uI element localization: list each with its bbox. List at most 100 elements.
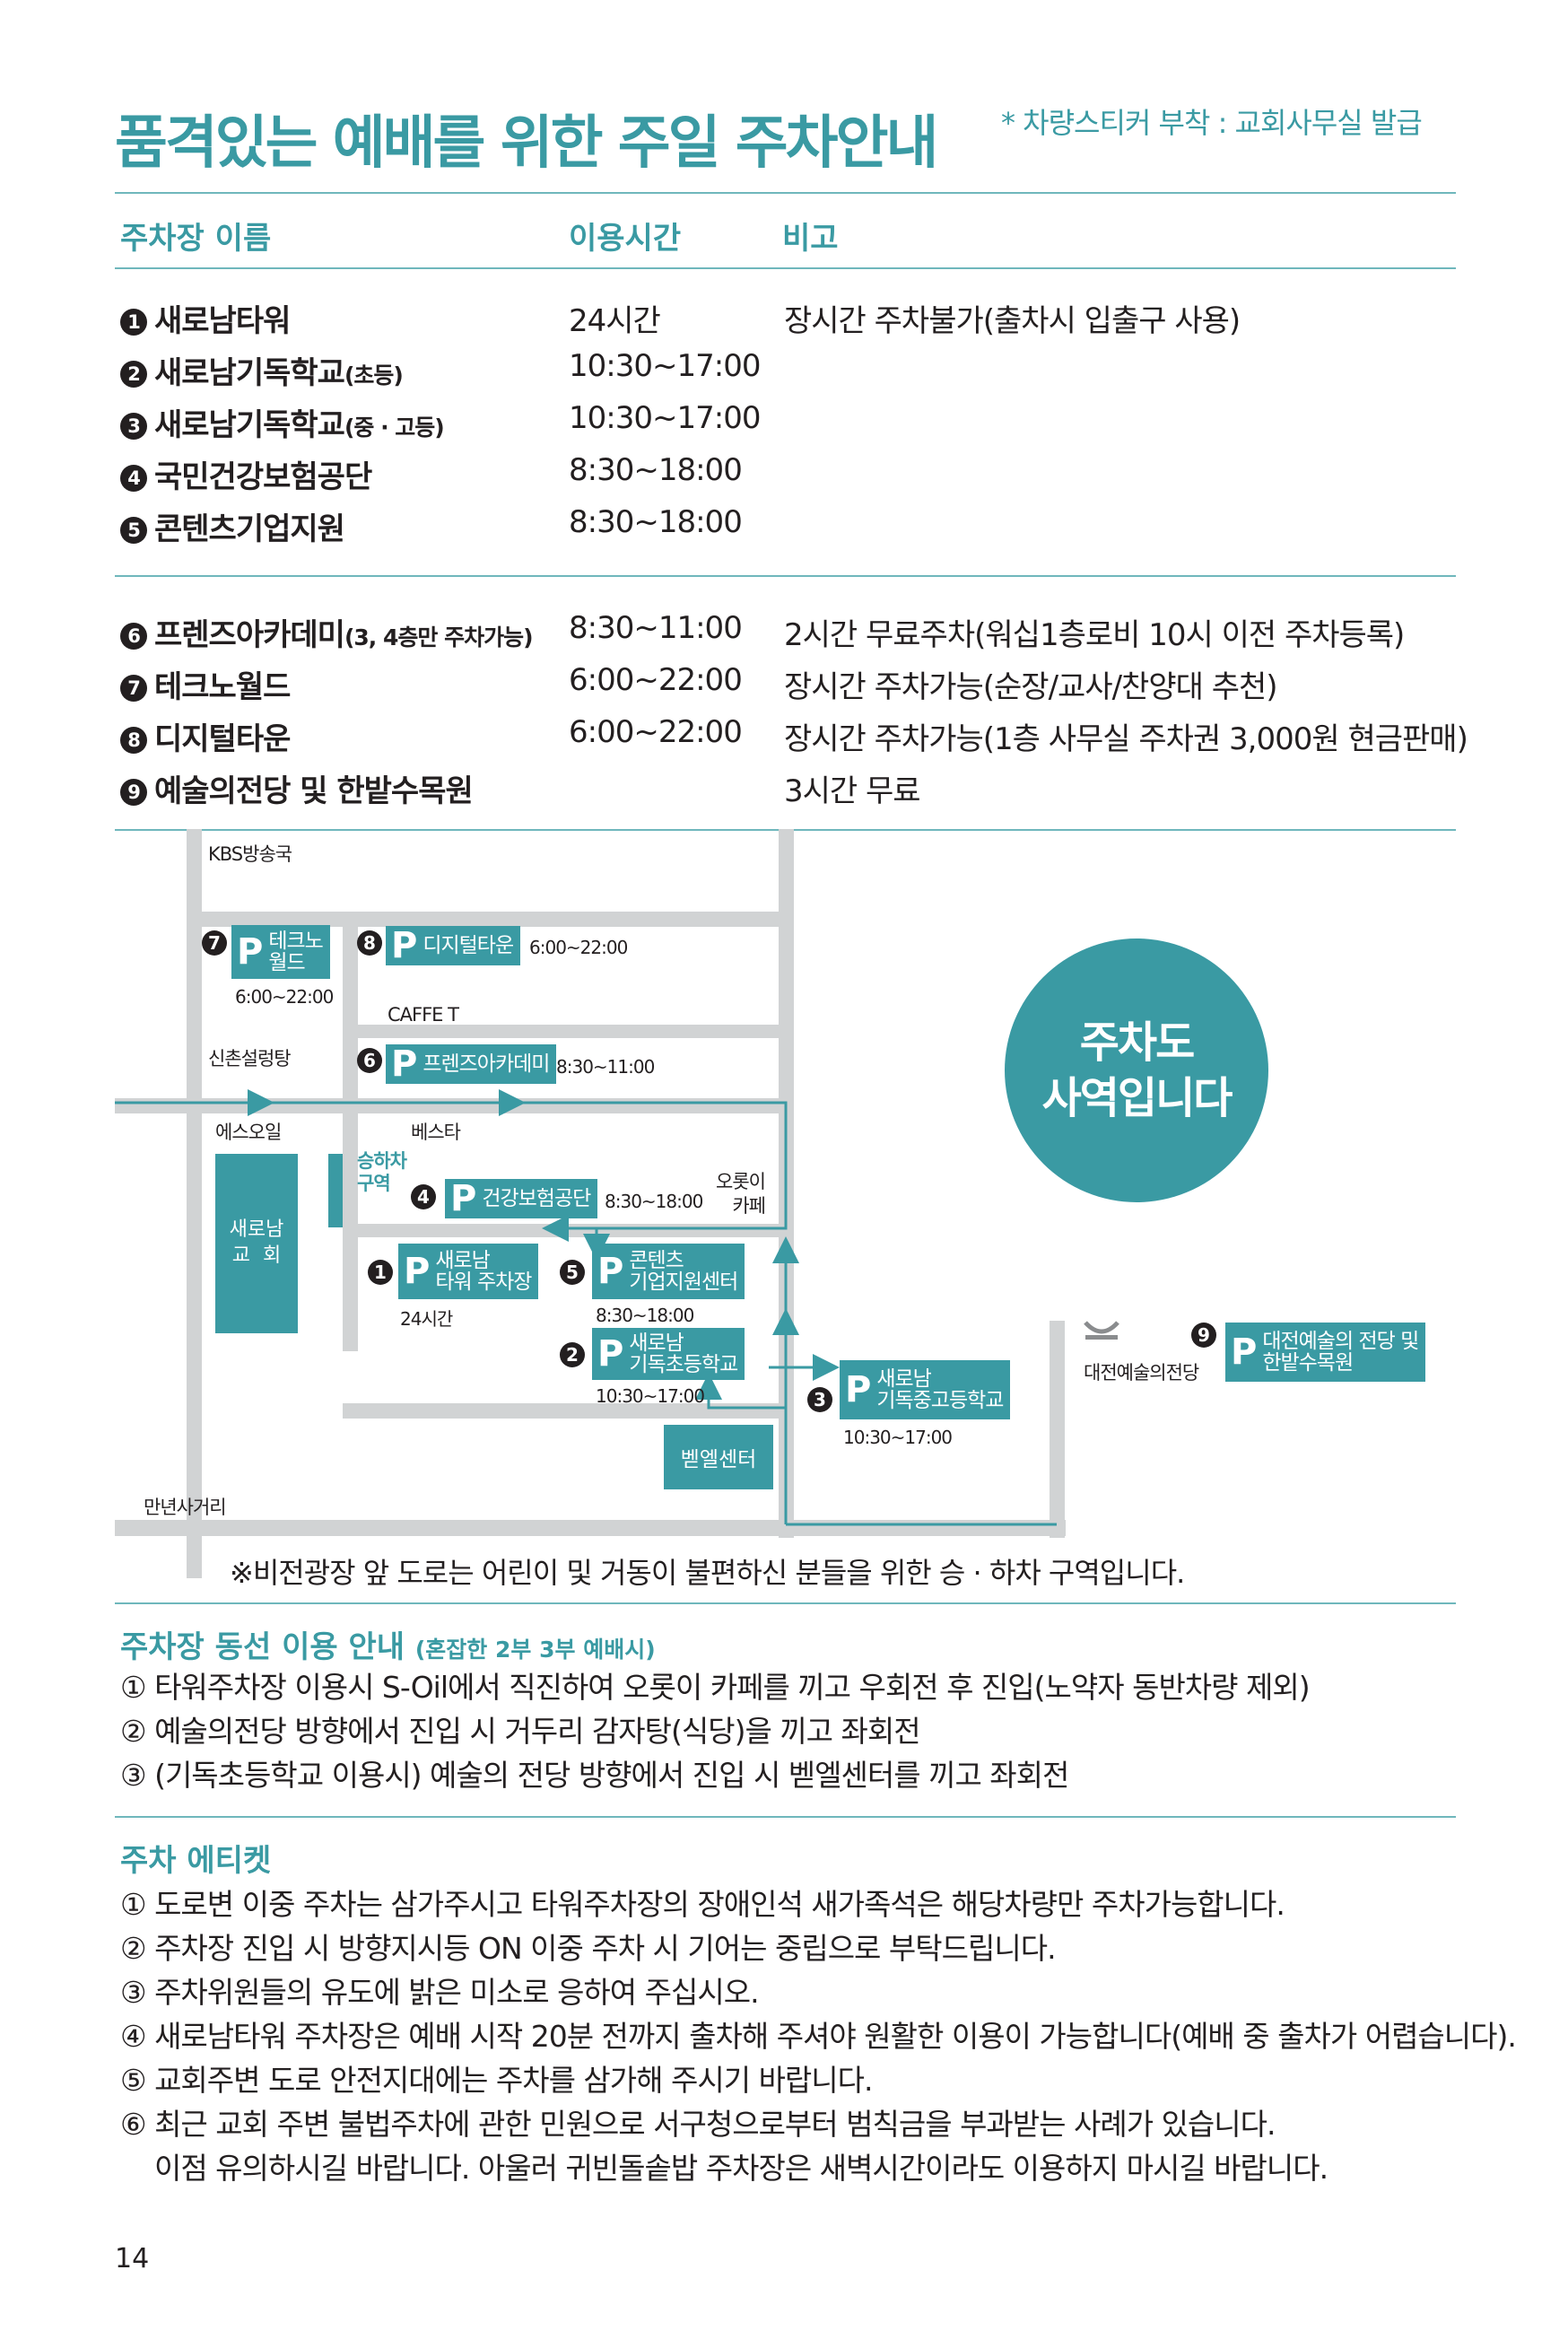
col-header-name: 주차장 이름 — [120, 221, 272, 257]
parking-time: 10:30~17:00 — [569, 400, 761, 436]
besta-label: 베스타 — [411, 1122, 461, 1143]
list-item: ③ (기독초등학교 이용시) 예술의 전당 방향에서 진입 시 벧엘센터를 끼고… — [120, 1758, 1069, 1793]
marker-4: 4 — [411, 1184, 436, 1209]
caffe-label: CAFFE T — [388, 1004, 459, 1026]
number-badge: 5 — [120, 517, 147, 544]
etiquette-list: ① 도로변 이중 주차는 삼가주시고 타워주차장의 장애인석 새가족석은 해당차… — [120, 1882, 1517, 2190]
name-note: (초등) — [344, 362, 404, 388]
elem-time: 10:30~17:00 — [596, 1385, 705, 1407]
parking-remark: 장시간 주차가능(1층 사무실 주차권 3,000원 현금판매) — [784, 721, 1468, 757]
sinchon-label: 신촌설렁탕 — [208, 1048, 292, 1069]
contents-label: 콘텐츠 기업지원센터 — [629, 1248, 738, 1294]
flow-title-text: 주차장 동선 이용 안내 — [120, 1629, 405, 1665]
digital-label: 디지털타운 — [422, 933, 514, 957]
name-text: 테크노월드 — [154, 669, 291, 705]
lotte-label: 오롯이 카페 — [716, 1171, 766, 1218]
list-item: ② 예술의전당 방향에서 진입 시 거두리 감자탕(식당)을 끼고 좌회전 — [120, 1714, 921, 1749]
col-header-time: 이용시간 — [569, 221, 682, 257]
elem-label: 새로남 기독초등학교 — [629, 1331, 738, 1376]
parking-time: 6:00~22:00 — [569, 714, 743, 750]
flow-title-small: (혼잡한 2부 3부 예배시) — [414, 1637, 656, 1663]
marker-6: 6 — [357, 1048, 382, 1073]
dropoff-zone — [328, 1154, 343, 1227]
list-item: ① 도로변 이중 주차는 삼가주시고 타워주차장의 장애인석 새가족석은 해당차… — [120, 1887, 1285, 1922]
page-number: 14 — [115, 2243, 150, 2274]
divider — [115, 267, 1456, 269]
marker-5: 5 — [560, 1260, 585, 1285]
name-text: 새로남기독학교 — [154, 407, 345, 443]
etiquette-title: 주차 에티켓 — [120, 1843, 272, 1879]
bethel-center: 벧엘센터 — [664, 1425, 773, 1489]
name-text: 새로남기독학교 — [154, 355, 345, 391]
marker-8: 8 — [357, 930, 382, 956]
mid-label: 새로남 기독중고등학교 — [876, 1366, 1004, 1412]
parking-name: 5 콘텐츠기업지원 — [120, 504, 345, 548]
name-text: 국민건강보험공단 — [154, 459, 372, 495]
mission-text: 주차도 사역입니다 — [1041, 1017, 1233, 1123]
esso-label: 에스오일 — [215, 1122, 282, 1143]
col-header-remark: 비고 — [782, 221, 839, 257]
marker-1: 1 — [368, 1260, 393, 1285]
friends-label: 프렌즈아카데미 — [422, 1052, 550, 1076]
marker-3: 3 — [807, 1387, 832, 1412]
map-footnote: ※비전광장 앞 도로는 어린이 및 거동이 불편하신 분들을 위한 승 · 하차… — [230, 1556, 1185, 1590]
number-badge: 8 — [120, 727, 147, 754]
digital-time: 6:00~22:00 — [529, 937, 628, 958]
parking-remark: 3시간 무료 — [784, 773, 921, 809]
health-time: 8:30~18:00 — [605, 1191, 703, 1212]
parking-time: 8:30~18:00 — [569, 452, 743, 488]
arts-center-label: 대전예술의전당 — [1084, 1362, 1199, 1384]
number-badge: 2 — [120, 361, 147, 388]
sticker-note: * 차량스티커 부착 : 교회사무실 발급 — [1001, 106, 1423, 140]
tower-time: 24시간 — [400, 1308, 453, 1330]
divider — [115, 1816, 1456, 1818]
road — [187, 912, 794, 927]
dropoff-label: 승하차 구역 — [357, 1150, 407, 1195]
list-item: ③ 주차위원들의 유도에 밝은 미소로 응하여 주십시오. — [120, 1975, 760, 2010]
list-item: 이점 유의하시길 바랍니다. 아울러 귀빈돌솥밥 주차장은 새벽시간이라도 이용… — [120, 2151, 1328, 2186]
name-text: 디지털타운 — [154, 721, 291, 757]
route-arrows — [115, 1089, 1057, 1526]
parking-time: 6:00~22:00 — [569, 662, 743, 698]
contents-time: 8:30~18:00 — [596, 1305, 694, 1326]
page-title: 품격있는 예배를 위한 주일 주차안내 — [115, 110, 938, 177]
name-text: 예술의전당 및 한밭수목원 — [154, 773, 474, 809]
marker-7: 7 — [202, 930, 227, 956]
arts-center-icon — [1084, 1321, 1119, 1340]
name-text: 콘텐츠기업지원 — [154, 511, 345, 547]
church-label: 새로남 교 회 — [229, 1218, 284, 1267]
number-badge: 4 — [120, 465, 147, 492]
parking-time: 10:30~17:00 — [569, 348, 761, 384]
road — [343, 1403, 794, 1419]
list-item: ① 타워주차장 이용시 S-Oil에서 직진하여 오롯이 카페를 끼고 우회전 … — [120, 1670, 1311, 1705]
parking-time: 8:30~18:00 — [569, 504, 743, 540]
manyeon-label: 만년사거리 — [144, 1497, 227, 1518]
church-building: 새로남 교 회 — [215, 1154, 298, 1333]
parking-time: 24시간 — [569, 303, 661, 339]
name-note: (중 · 고등) — [344, 415, 445, 441]
parking-name: 8 디지털타운 — [120, 714, 291, 758]
divider — [115, 192, 1456, 194]
road — [1050, 1321, 1065, 1538]
marker-2: 2 — [560, 1342, 585, 1367]
flow-title: 주차장 동선 이용 안내 (혼잡한 2부 3부 예배시) — [120, 1622, 656, 1666]
mid-time: 10:30~17:00 — [843, 1427, 953, 1448]
parking-name: 4 국민건강보험공단 — [120, 452, 372, 496]
marker-9: 9 — [1191, 1323, 1216, 1348]
health-label: 건강보험공단 — [482, 1186, 591, 1210]
number-badge: 1 — [120, 309, 147, 336]
parking-name: 2 새로남기독학교(초등) — [120, 348, 404, 392]
friends-time: 8:30~11:00 — [556, 1056, 655, 1078]
parking-remark: 2시간 무료주차(워십1층로비 10시 이전 주차등록) — [784, 617, 1405, 653]
name-text: 프렌즈아카데미 — [154, 617, 345, 653]
